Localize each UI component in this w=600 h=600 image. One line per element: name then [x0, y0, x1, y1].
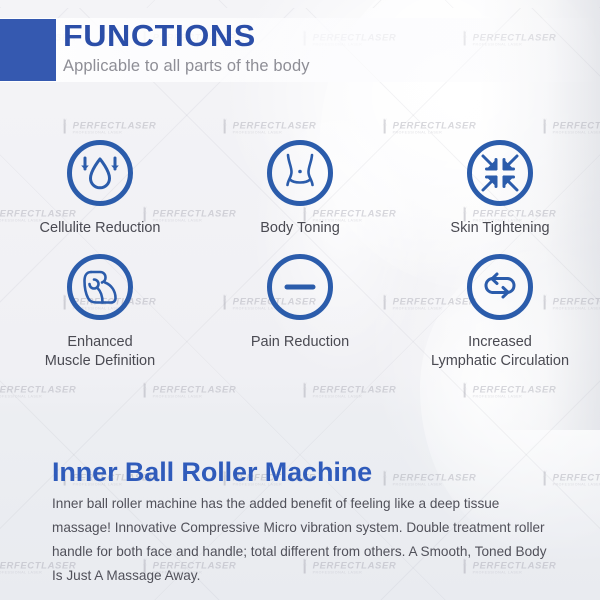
watermark-logo-icon: [380, 118, 391, 134]
flexed-bicep-icon: [67, 254, 133, 320]
feature-label: Increased Lymphatic Circulation: [431, 333, 569, 371]
feature-item-cellulite-reduction[interactable]: Cellulite Reduction: [0, 140, 200, 238]
product-description-section: Inner Ball Roller Machine Inner ball rol…: [0, 440, 600, 600]
page-header: FUNCTIONS Applicable to all parts of the…: [0, 0, 600, 100]
circular-arrows-loop-icon: [467, 254, 533, 320]
page-title: FUNCTIONS: [63, 18, 256, 53]
watermark-subtext: PROFESSIONAL LASER: [312, 394, 363, 399]
product-description: Inner ball roller machine has the added …: [52, 496, 547, 583]
feature-label-line2: Muscle Definition: [44, 353, 156, 369]
header-accent-block: [0, 19, 56, 81]
droplet-down-arrows-icon: [67, 140, 133, 206]
product-title: Inner Ball Roller Machine: [52, 457, 373, 487]
feature-row-1: Cellulite Reduction Body Toning: [0, 140, 600, 238]
watermark-text: PERFECTLASER: [472, 384, 557, 396]
watermark-logo-icon: [300, 382, 311, 398]
feature-label: Pain Reduction: [250, 334, 350, 350]
feature-row-2: Enhanced Muscle Definition Pain Reductio…: [0, 254, 600, 371]
feature-label: Skin Tightening: [450, 220, 550, 236]
feature-item-enhanced-muscle-definition[interactable]: Enhanced Muscle Definition: [0, 254, 200, 371]
watermark-subtext: PROFESSIONAL LASER: [72, 130, 123, 135]
feature-label: Body Toning: [260, 220, 340, 236]
feature-item-body-toning[interactable]: Body Toning: [200, 140, 400, 238]
torso-waist-icon: [267, 140, 333, 206]
feature-item-pain-reduction[interactable]: Pain Reduction: [200, 254, 400, 371]
watermark-logo-icon: [540, 118, 551, 134]
watermark-logo-icon: [60, 118, 71, 134]
watermark-text: PERFECTLASER: [152, 384, 237, 396]
watermark-logo-icon: [140, 382, 151, 398]
minus-circle-icon: [267, 254, 333, 320]
watermark-subtext: PROFESSIONAL LASER: [0, 394, 43, 399]
feature-grid: Cellulite Reduction Body Toning: [0, 140, 600, 371]
watermark-logo-icon: [220, 118, 231, 134]
watermark-logo-icon: [460, 382, 471, 398]
watermark-text: PERFECTLASER: [392, 120, 477, 132]
watermark-subtext: PROFESSIONAL LASER: [472, 394, 523, 399]
watermark-text: PERFECTLASER: [312, 384, 397, 396]
header-text-group: FUNCTIONS Applicable to all parts of the…: [63, 19, 310, 78]
watermark-subtext: PROFESSIONAL LASER: [552, 130, 600, 135]
watermark-text: PERFECTLASER: [72, 120, 157, 132]
feature-label-line1: Increased: [468, 334, 532, 350]
watermark-subtext: PROFESSIONAL LASER: [392, 130, 443, 135]
watermark-text: PERFECTLASER: [232, 120, 317, 132]
arrows-inward-icon: [467, 140, 533, 206]
watermark-text: PERFECTLASER: [0, 384, 77, 396]
feature-label: Enhanced Muscle Definition: [45, 333, 155, 371]
page-subtitle: Applicable to all parts of the body: [63, 57, 310, 75]
feature-label-line1: Enhanced: [67, 334, 133, 350]
watermark-text: PERFECTLASER: [552, 120, 600, 132]
feature-label: Cellulite Reduction: [39, 220, 161, 236]
feature-item-increased-lymphatic-circulation[interactable]: Increased Lymphatic Circulation: [400, 254, 600, 371]
feature-item-skin-tightening[interactable]: Skin Tightening: [400, 140, 600, 238]
watermark-subtext: PROFESSIONAL LASER: [232, 130, 283, 135]
feature-label-line2: Lymphatic Circulation: [430, 353, 570, 369]
watermark-subtext: PROFESSIONAL LASER: [152, 394, 203, 399]
